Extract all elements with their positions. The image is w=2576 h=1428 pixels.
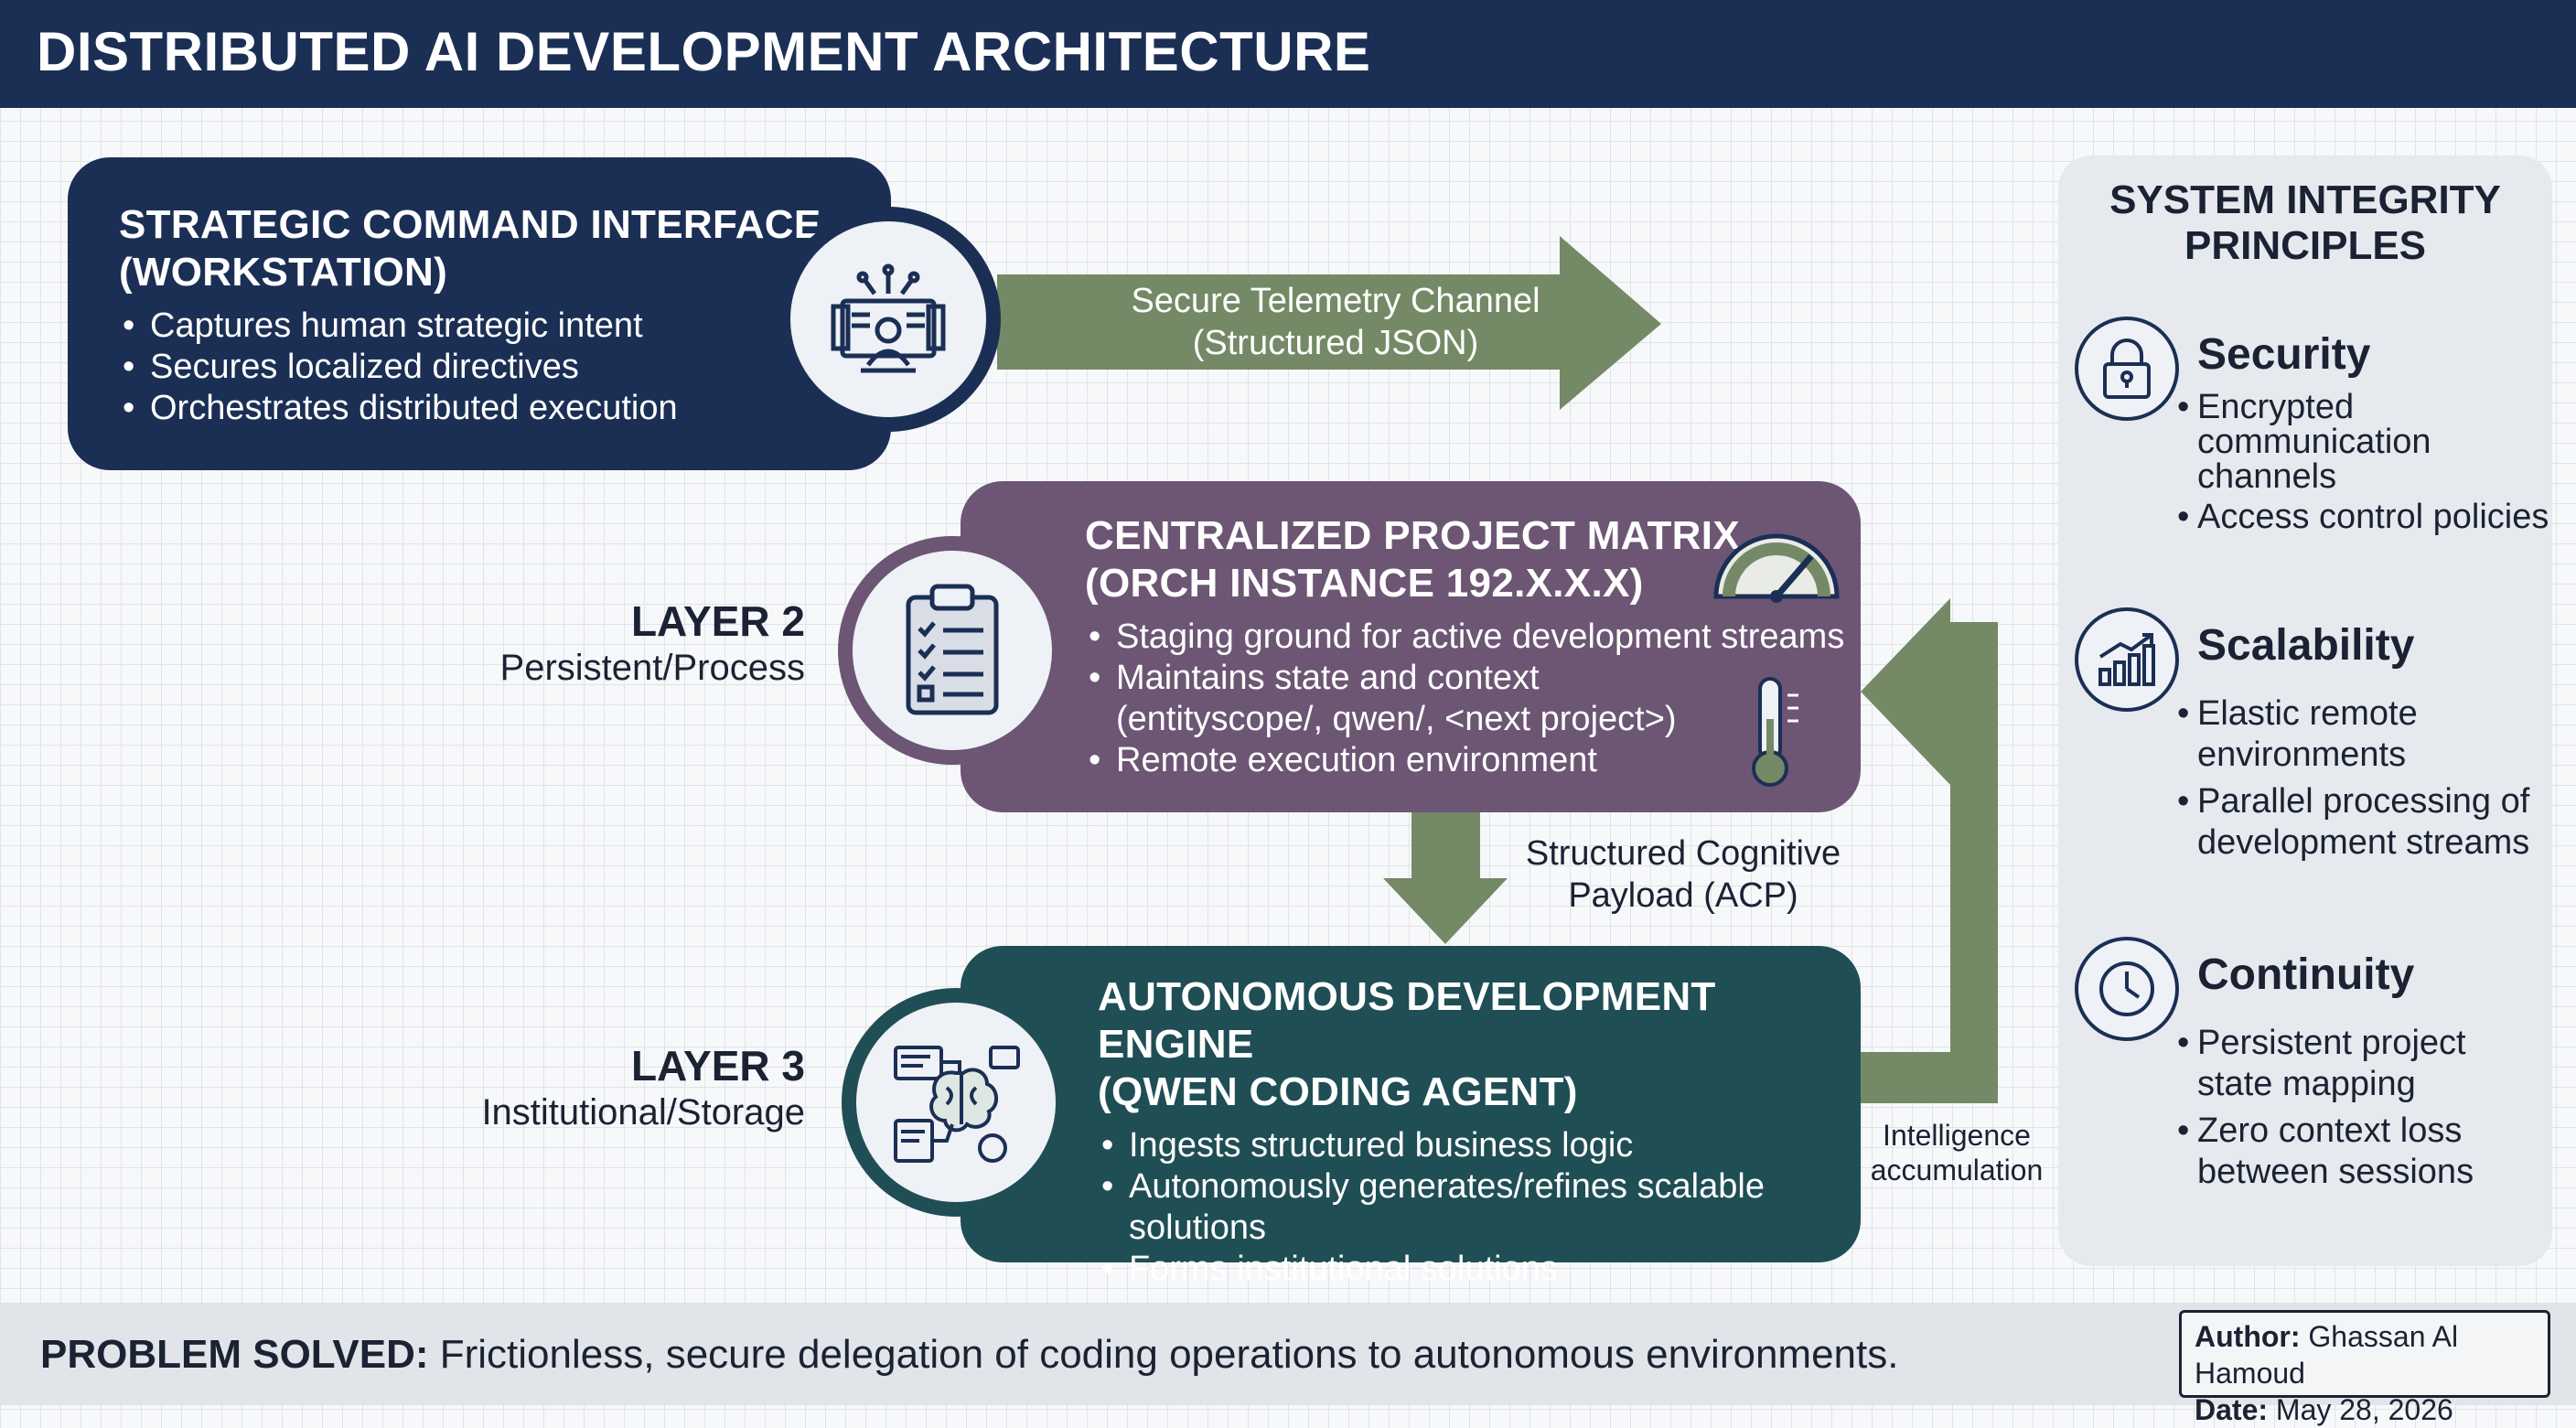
layer2-title-line2: (ORCH INSTANCE 192.X.X.X): [1085, 561, 1644, 606]
layer1-bullet-list: Captures human strategic intent Secures …: [119, 306, 891, 429]
continuity-bullet-list: Persistent project state mapping Zero co…: [2177, 1023, 2474, 1198]
layer3-title-line2: (QWEN CODING AGENT): [1098, 1069, 1578, 1114]
list-item: Access control policies: [2177, 499, 2549, 534]
list-item-line: Elastic remote: [2197, 694, 2418, 733]
list-item-line: Parallel processing of: [2197, 782, 2530, 821]
list-item: Maintains state and context (entityscope…: [1085, 658, 1861, 740]
feedback-return-arrow: [1861, 646, 1998, 1103]
list-item: Autonomously generates/refines scalable …: [1098, 1166, 1861, 1249]
scalability-heading: Scalability: [2197, 621, 2415, 670]
payload-label-line1: Structured Cognitive: [1525, 834, 1841, 873]
list-item-line: communication: [2197, 423, 2431, 461]
layer3-title-line1: AUTONOMOUS DEVELOPMENT ENGINE: [1098, 974, 1716, 1067]
date-line: Date: May 28, 2026: [2195, 1391, 2548, 1428]
payload-down-arrow: [1383, 811, 1508, 944]
principles-title: SYSTEM INTEGRITY PRINCIPLES: [2058, 177, 2552, 269]
gauge-icon: [1713, 533, 1840, 603]
telemetry-arrow: [997, 236, 1661, 410]
layer3-number: LAYER 3: [630, 1042, 805, 1090]
clipboard-checklist-icon: [838, 536, 1067, 765]
author-line: Author: Ghassan Al Hamoud: [2195, 1318, 2548, 1391]
workstation-operator-icon: [776, 207, 1001, 432]
list-item-line: Encrypted: [2197, 388, 2355, 426]
list-item-line: solutions: [1129, 1208, 1266, 1247]
layer2-description: Persistent/Process: [499, 648, 805, 688]
layer3-title: AUTONOMOUS DEVELOPMENT ENGINE (QWEN CODI…: [1098, 973, 1861, 1116]
list-item-line: Autonomously generates/refines scalable: [1129, 1167, 1765, 1206]
list-item: Secures localized directives: [119, 347, 891, 388]
author-label: Author:: [2195, 1320, 2301, 1353]
centralized-project-matrix-box: CENTRALIZED PROJECT MATRIX (ORCH INSTANC…: [961, 481, 1861, 812]
problem-solved-label: PROBLEM SOLVED:: [40, 1332, 429, 1377]
feedback-arrow-head: [1861, 598, 1998, 785]
list-item: Staging ground for active development st…: [1085, 617, 1861, 658]
list-item: Ingests structured business logic: [1098, 1125, 1861, 1166]
layer3-bullet-list: Ingests structured business logic Autono…: [1098, 1125, 1861, 1290]
author-info-box: Author: Ghassan Al Hamoud Date: May 28, …: [2179, 1310, 2550, 1426]
thermometer-icon: [1752, 677, 1798, 787]
security-heading: Security: [2197, 330, 2371, 379]
problem-solved-text: Frictionless, secure delegation of codin…: [428, 1332, 1899, 1377]
author-name: Ghassan Al Hamoud: [2195, 1320, 2459, 1390]
telemetry-channel-label: Secure Telemetry Channel (Structured JSO…: [1098, 280, 1573, 364]
continuity-heading: Continuity: [2197, 950, 2415, 999]
telemetry-label-line1: Secure Telemetry Channel: [1131, 282, 1540, 320]
layer2-number: LAYER 2: [630, 597, 805, 645]
layer3-description: Institutional/Storage: [481, 1092, 805, 1133]
list-item-line: development streams: [2197, 823, 2530, 862]
layer1-title: STRATEGIC COMMAND INTERFACE (WORKSTATION…: [119, 201, 891, 296]
brain-code-icon: [842, 988, 1070, 1217]
layer3-side-label: LAYER 3 Institutional/Storage: [384, 1041, 805, 1134]
growth-chart-icon: [2075, 607, 2179, 712]
layer2-side-label: LAYER 2 Persistent/Process: [384, 596, 805, 690]
problem-solved-statement: PROBLEM SOLVED: Frictionless, secure del…: [40, 1332, 1898, 1378]
list-item-line: Maintains state and context: [1116, 659, 1540, 697]
list-item-line: state mapping: [2197, 1065, 2416, 1103]
date-label: Date:: [2195, 1393, 2269, 1426]
telemetry-label-line2: (Structured JSON): [1192, 324, 1479, 362]
layer2-bullet-list: Staging ground for active development st…: [1085, 617, 1861, 781]
principles-title-line1: SYSTEM INTEGRITY: [2109, 177, 2501, 222]
list-item-line: Zero context loss: [2197, 1111, 2463, 1150]
payload-label-line2: Payload (ACP): [1568, 876, 1798, 915]
scalability-bullet-list: Elastic remote environments Parallel pro…: [2177, 693, 2530, 869]
list-item-line: between sessions: [2197, 1153, 2474, 1191]
layer1-title-line1: STRATEGIC COMMAND INTERFACE: [119, 202, 821, 247]
principles-title-line2: PRINCIPLES: [2184, 223, 2427, 268]
list-item: Persistent project state mapping: [2177, 1023, 2474, 1105]
list-item: Encrypted communication channels: [2177, 388, 2549, 496]
list-item: Elastic remote environments: [2177, 693, 2529, 776]
header-bar: DISTRIBUTED AI DEVELOPMENT ARCHITECTURE: [0, 0, 2576, 108]
list-item-line: channels: [2197, 457, 2337, 496]
list-item: Orchestrates distributed execution: [119, 388, 891, 429]
autonomous-development-engine-box: AUTONOMOUS DEVELOPMENT ENGINE (QWEN CODI…: [961, 946, 1861, 1290]
list-item: Forms institutional solutions: [1098, 1249, 1861, 1290]
payload-label: Structured Cognitive Payload (ACP): [1519, 832, 1848, 917]
list-item-line: environments: [2197, 735, 2407, 774]
padlock-icon: [2075, 317, 2179, 421]
security-bullet-list: Encrypted communication channels Access …: [2177, 388, 2549, 540]
list-item: Zero context loss between sessions: [2177, 1111, 2474, 1193]
layer1-title-line2: (WORKSTATION): [119, 250, 448, 295]
list-item: Captures human strategic intent: [119, 306, 891, 347]
footer-bar: PROBLEM SOLVED: Frictionless, secure del…: [0, 1303, 2576, 1405]
feedback-label-line1: Intelligence: [1883, 1119, 2031, 1152]
feedback-label-line2: accumulation: [1870, 1154, 2044, 1186]
page-title: DISTRIBUTED AI DEVELOPMENT ARCHITECTURE: [37, 21, 1371, 82]
date-value: May 28, 2026: [2268, 1393, 2453, 1426]
list-item: Remote execution environment: [1085, 740, 1861, 781]
list-item: Parallel processing of development strea…: [2177, 781, 2530, 864]
layer2-title: CENTRALIZED PROJECT MATRIX (ORCH INSTANC…: [1085, 512, 1861, 607]
layer2-title-line1: CENTRALIZED PROJECT MATRIX: [1085, 513, 1740, 558]
list-item-line: (entityscope/, qwen/, <next project>): [1116, 700, 1677, 738]
system-integrity-panel: SYSTEM INTEGRITY PRINCIPLES Security Enc…: [2058, 156, 2552, 1266]
intelligence-accumulation-label: Intelligence accumulation: [1861, 1118, 2053, 1187]
list-item-line: Persistent project: [2197, 1024, 2466, 1062]
strategic-command-interface-box: STRATEGIC COMMAND INTERFACE (WORKSTATION…: [68, 157, 891, 470]
clock-icon: [2075, 937, 2179, 1041]
